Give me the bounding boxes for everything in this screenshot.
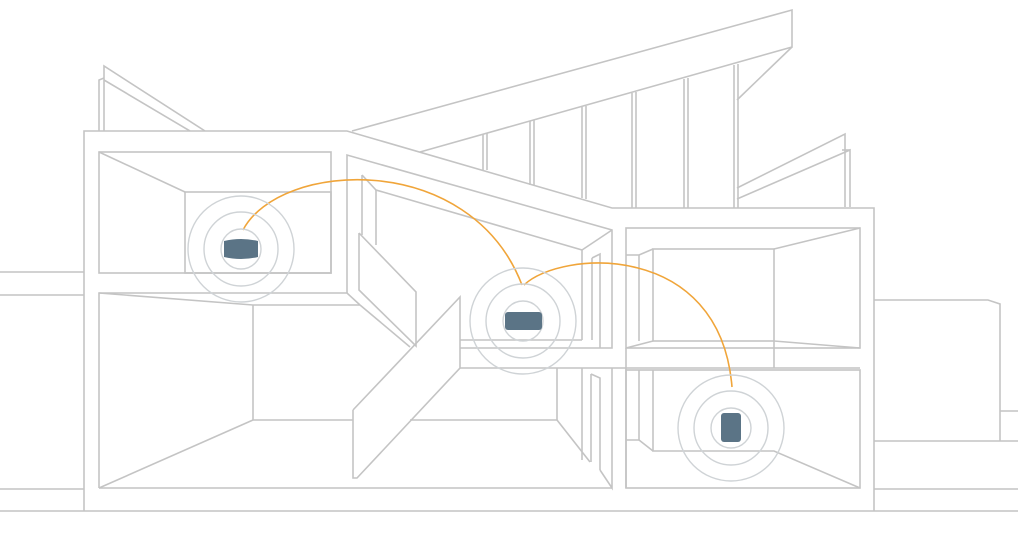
- speaker-icon: [721, 413, 741, 442]
- device-upper-left[interactable]: [187, 195, 295, 303]
- house-line-art: [0, 8, 1018, 512]
- device-middle[interactable]: [469, 267, 577, 375]
- device-lower-right[interactable]: [677, 374, 785, 482]
- connection-arc-1: [242, 178, 523, 286]
- speaker-icon: [224, 239, 258, 259]
- speaker-icon: [505, 312, 542, 330]
- connection-arcs: [242, 178, 733, 388]
